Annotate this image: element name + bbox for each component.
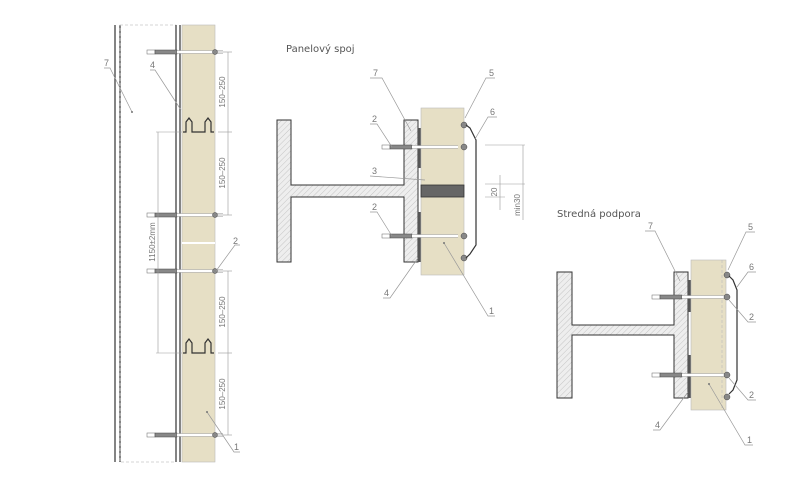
middle-support-title: Stredná podpora (557, 208, 641, 220)
panel-joint-title: Panelový spoj (286, 43, 355, 55)
callout-2: 2 (749, 390, 754, 400)
callouts: 7 5 6 2 3 2 4 1 (369, 68, 497, 317)
callout-1: 1 (234, 442, 239, 452)
spacing-label: 150–250 (218, 378, 227, 410)
callout-1: 1 (747, 435, 752, 445)
callout-4: 4 (150, 60, 155, 70)
callout-7: 7 (648, 221, 653, 231)
callouts: 7 5 6 2 2 4 1 (645, 221, 756, 446)
spacing-label: 150–250 (218, 296, 227, 328)
callout-2: 2 (372, 114, 377, 124)
screws (145, 48, 225, 439)
module-dimension: 1150±2mm (148, 222, 157, 262)
callouts: 7 4 2 1 (104, 58, 240, 453)
callout-4: 4 (384, 288, 389, 298)
dimension-lines (156, 51, 232, 436)
overlap-dimension: min30 (513, 194, 522, 216)
dimension-lines (485, 144, 525, 220)
panel-joint-profile (183, 117, 214, 354)
callout-7: 7 (104, 58, 109, 68)
gap-dimension: 20 (490, 187, 499, 196)
middle-support-detail: Stredná podpora 7 5 6 2 2 4 1 (556, 208, 756, 446)
callout-2: 2 (749, 312, 754, 322)
callout-7: 7 (373, 68, 378, 78)
spacing-label: 150–250 (218, 76, 227, 108)
callout-6: 6 (490, 107, 495, 117)
gasket (420, 184, 465, 198)
callout-2: 2 (372, 202, 377, 212)
callout-3: 3 (372, 166, 377, 176)
callout-5: 5 (489, 68, 494, 78)
callout-5: 5 (748, 222, 753, 232)
i-beam (276, 119, 419, 263)
panel-joint-detail: Panelový spoj 20 min30 7 5 6 2 (276, 43, 525, 317)
flashing (728, 275, 738, 395)
spacing-label: 150–250 (218, 157, 227, 189)
sandwich-panel (690, 259, 727, 411)
callout-1: 1 (489, 306, 494, 316)
i-beam (556, 271, 689, 399)
wall-elevation: 150–250 150–250 150–250 150–250 1150±2mm… (104, 24, 240, 463)
flashing (465, 124, 477, 259)
callout-4: 4 (655, 420, 660, 430)
callout-2: 2 (233, 236, 238, 246)
callout-6: 6 (749, 262, 754, 272)
